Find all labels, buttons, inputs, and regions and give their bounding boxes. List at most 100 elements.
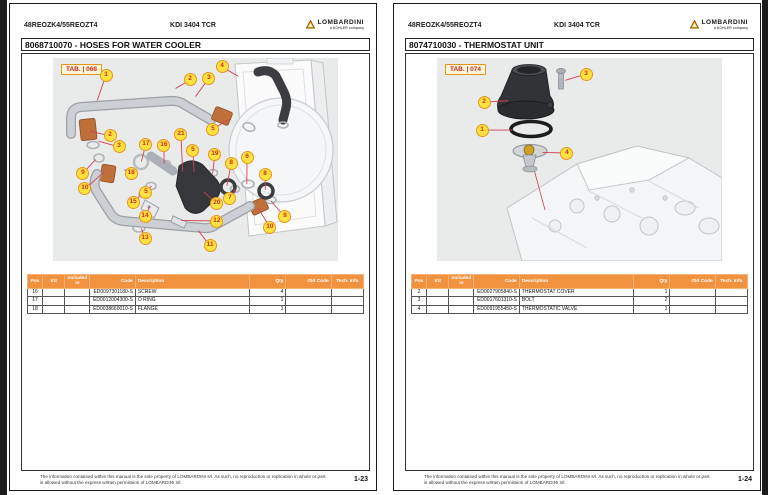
oring-illustration <box>132 153 150 171</box>
col-pos: Pos <box>410 274 428 289</box>
cell-kit <box>42 287 66 298</box>
cell-qty: 1 <box>249 304 287 315</box>
callout-10: 10 <box>78 182 92 196</box>
engine-code: KDI 3404 TCR <box>170 22 216 29</box>
cell-kit <box>42 304 66 315</box>
page-thermostat-unit: 48REOZK4/55REOZT4 KDI 3404 TCR LOMBARDIN… <box>393 3 761 491</box>
cell-code: ED0091955450-S <box>473 304 520 315</box>
copyright-notice: The information contained within this ma… <box>424 474 710 485</box>
parts-table: Pos Kit Included in Code Description Qty… <box>410 274 749 315</box>
page-number: 1-24 <box>737 476 752 483</box>
cell-included <box>64 304 91 315</box>
callout-16: 16 <box>157 138 171 152</box>
cell-kit <box>426 304 450 315</box>
callout-10: 10 <box>263 220 277 234</box>
page-footer: The information contained within this ma… <box>10 473 376 488</box>
cell-qty: 1 <box>633 287 671 298</box>
clamp-illustration <box>277 121 289 129</box>
cell-pos: 17 <box>26 296 44 306</box>
tab-label: TAB. | 068 <box>61 64 102 75</box>
callout-7: 7 <box>223 191 237 205</box>
cell-code: ED0017601310-S <box>473 296 520 306</box>
engine-code: KDI 3404 TCR <box>554 22 600 29</box>
callout-3: 3 <box>579 67 593 81</box>
cylinder-head-illustration <box>506 145 722 261</box>
callout-9: 9 <box>76 166 90 180</box>
cell-pos: 4 <box>410 304 428 315</box>
cell-qty: 2 <box>633 296 671 306</box>
callout-9: 9 <box>278 210 292 224</box>
lower-hose-illustration <box>89 169 255 234</box>
parts-table-header: Pos Kit Included in Code Description Qty… <box>26 274 365 289</box>
callout-5: 5 <box>186 144 200 158</box>
table-row: 16 ED0097301180-S SCREW 4 <box>26 287 365 298</box>
cell-tech-info <box>714 296 749 306</box>
cell-kit <box>426 287 450 298</box>
callout-19: 19 <box>208 147 222 161</box>
page-number: 1-23 <box>353 476 368 483</box>
lombardini-triangle-icon <box>306 20 316 29</box>
sleeve-connectors-illustration <box>78 106 269 216</box>
oring-illustration <box>509 119 553 139</box>
callout-15: 15 <box>126 196 140 210</box>
table-row: 4 ED0091955450-S THERMOSTATIC VALVE 1 <box>410 304 749 315</box>
table-row: 2 ED0027905840-S THERMOSTAT COVER 1 <box>410 287 749 298</box>
callout-2: 2 <box>477 95 491 109</box>
lombardini-logo: LOMBARDINI a KOHLER company <box>690 19 748 30</box>
brand-subtitle: a KOHLER company <box>713 25 748 30</box>
cell-description: FLANGE <box>134 304 251 315</box>
cell-old-code <box>285 287 332 298</box>
cell-code: ED0038660010-S <box>89 304 136 315</box>
col-qty: Qty <box>633 274 671 289</box>
callout-8: 8 <box>258 168 272 182</box>
cell-tech-info <box>714 304 749 315</box>
scan-edge-right <box>762 0 768 495</box>
col-old-code: Old Code <box>285 274 332 289</box>
cell-tech-info <box>330 287 365 298</box>
cell-included <box>64 287 91 298</box>
cell-code: ED0097301180-S <box>89 287 136 298</box>
callout-1: 1 <box>99 68 113 82</box>
scan-edge-left <box>0 0 7 495</box>
dark-hose-illustration <box>253 66 292 125</box>
lombardini-logo: LOMBARDINI a KOHLER company <box>306 19 364 30</box>
table-row: 17 ED0012004300-S O RING 1 <box>26 296 365 306</box>
cell-tech-info <box>330 304 365 315</box>
callout-8: 8 <box>224 157 238 171</box>
page-header: 48REOZK4/55REOZT4 KDI 3404 TCR LOMBARDIN… <box>22 18 364 34</box>
col-included-in: Included in <box>64 274 91 289</box>
callout-3: 3 <box>112 140 126 154</box>
cell-code: ED0012004300-S <box>89 296 136 306</box>
callout-6: 6 <box>240 150 254 164</box>
callout-4: 4 <box>215 60 229 74</box>
cell-description: BOLT <box>518 296 635 306</box>
cell-pos: 16 <box>26 287 44 298</box>
thermostat-illustration <box>497 64 722 261</box>
cell-description: O RING <box>134 296 251 306</box>
cell-old-code <box>669 296 716 306</box>
col-qty: Qty <box>249 274 287 289</box>
cell-pos: 2 <box>410 287 428 298</box>
col-tech-info: Tech. Info <box>714 274 749 289</box>
page-header: 48REOZK4/55REOZT4 KDI 3404 TCR LOMBARDIN… <box>406 18 748 34</box>
callout-2: 2 <box>103 129 117 143</box>
cell-kit <box>426 296 450 306</box>
col-pos: Pos <box>26 274 44 289</box>
callout-12: 12 <box>210 214 224 228</box>
model-code: 48REOZK4/55REOZT4 <box>24 22 98 29</box>
page-hoses-for-water-cooler: 48REOZK4/55REOZT4 KDI 3404 TCR LOMBARDIN… <box>9 3 377 491</box>
col-included-in: Included in <box>448 274 475 289</box>
cell-old-code <box>669 287 716 298</box>
cell-tech-info <box>330 296 365 306</box>
callout-2: 2 <box>183 73 197 87</box>
brand-name: LOMBARDINI <box>317 19 364 26</box>
parts-table-header: Pos Kit Included in Code Description Qty… <box>410 274 749 289</box>
col-code: Code <box>89 274 136 289</box>
callout-1: 1 <box>475 123 489 137</box>
leader-lines <box>82 66 286 247</box>
bolt-illustration <box>556 68 566 90</box>
cell-description: THERMOSTAT COVER <box>518 287 635 298</box>
